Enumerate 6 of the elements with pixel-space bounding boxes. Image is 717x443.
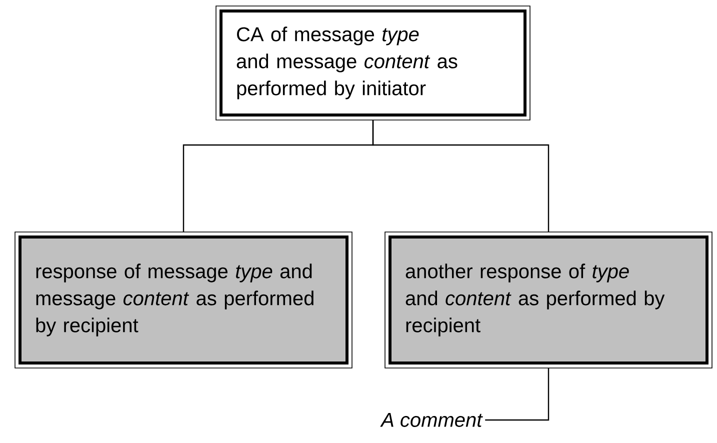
text-box: response of message type and message content as performed by recipient xyxy=(14,232,352,368)
text-box: another response of type and content as performed by recipient xyxy=(384,232,712,368)
comment-text: A comment xyxy=(380,413,483,427)
text-box: CA of message type and message content as performed by initiator xyxy=(216,6,530,120)
leader-line xyxy=(485,368,550,421)
connector-line xyxy=(372,120,550,232)
